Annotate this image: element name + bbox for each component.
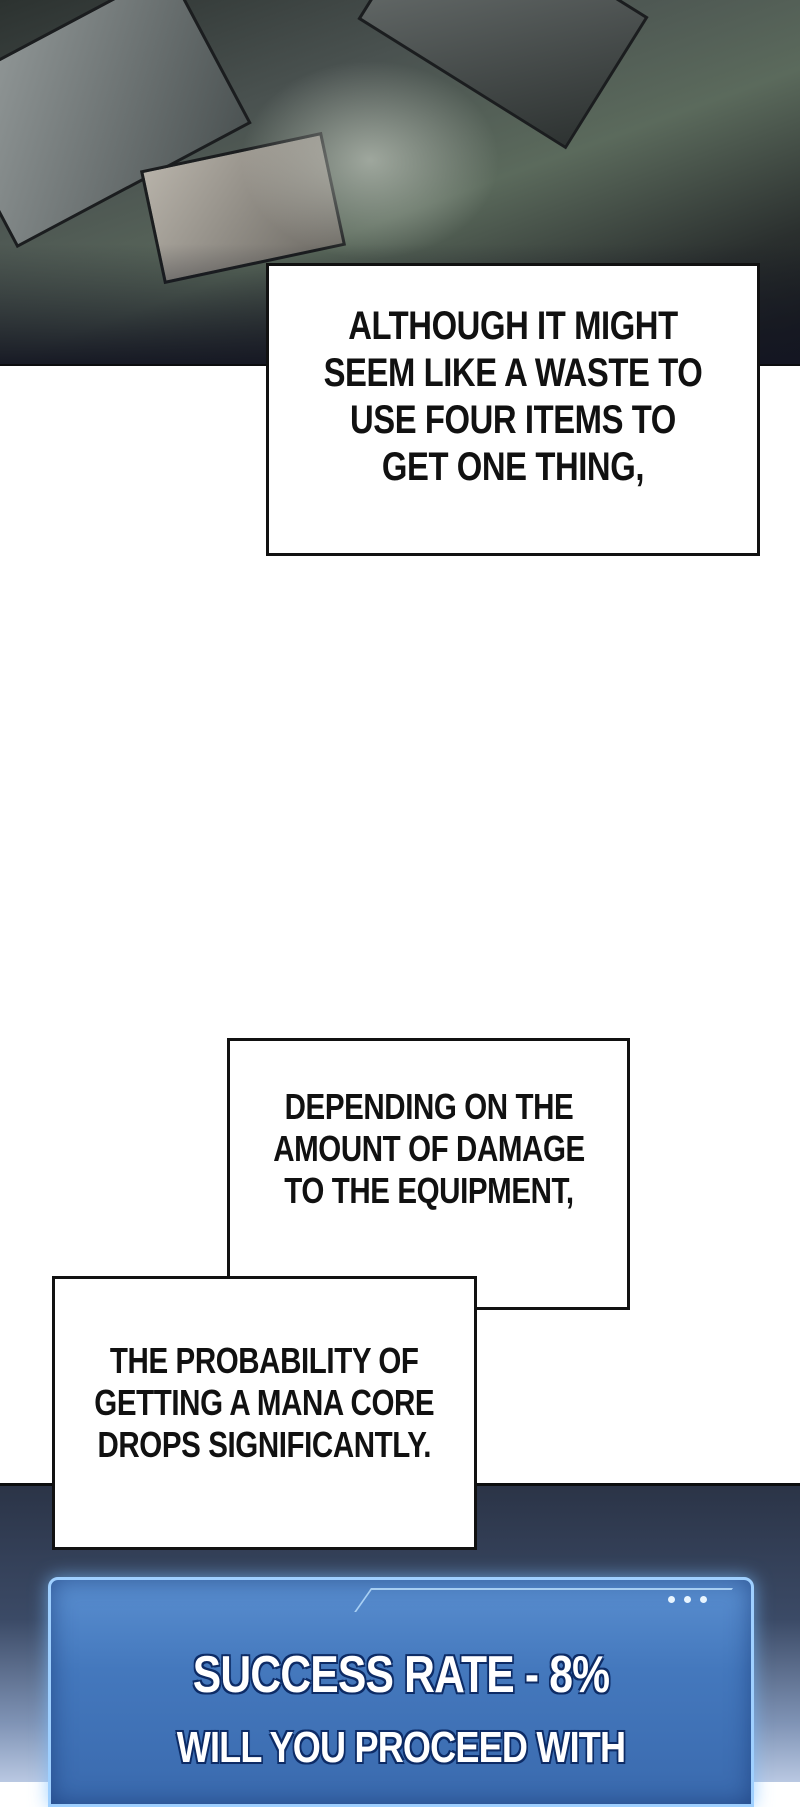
proceed-question: WILL YOU PROCEED WITH	[176, 1723, 626, 1772]
narration-text: THE PROBABILITY OF GETTING A MANA CORE D…	[94, 1340, 435, 1465]
window-dots-icon	[668, 1596, 707, 1603]
dust-cloud	[240, 60, 500, 260]
dot-icon	[684, 1596, 691, 1603]
success-rate-title: SUCCESS RATE - 8%	[192, 1646, 610, 1704]
narration-text: ALTHOUGH IT MIGHT SEEM LIKE A WASTE TO U…	[323, 303, 703, 489]
narration-box-3: THE PROBABILITY OF GETTING A MANA CORE D…	[52, 1276, 477, 1550]
narration-box-1: ALTHOUGH IT MIGHT SEEM LIKE A WASTE TO U…	[266, 263, 760, 556]
dot-icon	[700, 1596, 707, 1603]
system-window: SUCCESS RATE - 8% WILL YOU PROCEED WITH	[48, 1577, 754, 1807]
narration-text: DEPENDING ON THE AMOUNT OF DAMAGE TO THE…	[272, 1086, 585, 1211]
dot-icon	[668, 1596, 675, 1603]
narration-box-2: DEPENDING ON THE AMOUNT OF DAMAGE TO THE…	[227, 1038, 630, 1310]
